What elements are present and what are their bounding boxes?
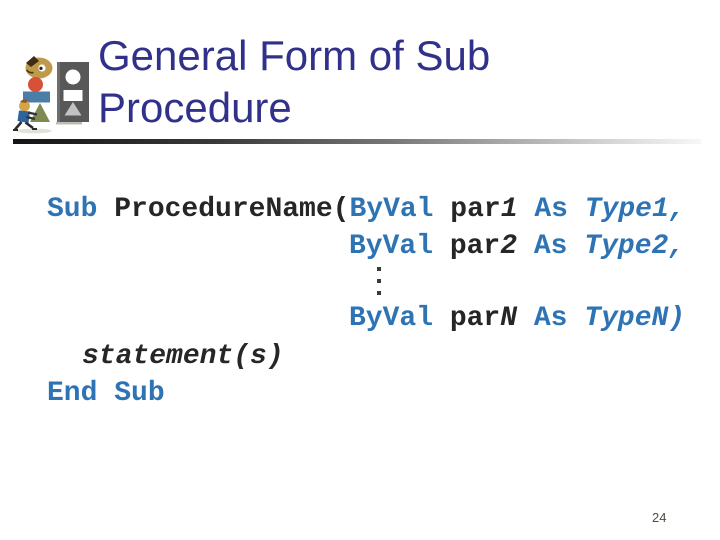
page-number: 24	[652, 510, 667, 525]
big-head-pupil	[39, 66, 43, 70]
code-line: statement(s)	[82, 343, 284, 371]
ellipsis-dot	[377, 267, 381, 271]
panel-triangle	[64, 102, 82, 116]
ellipsis-dot	[377, 291, 381, 295]
code-token: ByVal	[349, 194, 451, 225]
code-line: ByVal par2 As Type2,	[349, 233, 685, 261]
person-leg	[14, 121, 23, 131]
code-token: statement(s)	[82, 341, 284, 372]
code-token: As	[533, 231, 585, 262]
person-arm	[26, 115, 36, 121]
panel-rectangle	[63, 90, 83, 101]
code-token: ByVal	[349, 303, 450, 334]
panel-edge	[57, 62, 60, 122]
person-torso	[17, 110, 30, 123]
vertical-ellipsis	[377, 267, 383, 303]
code-token	[517, 231, 534, 262]
person-head	[19, 100, 30, 112]
panel-circle	[65, 69, 81, 85]
shadow-shape	[56, 122, 82, 125]
ellipsis-dot	[377, 279, 381, 283]
code-token: par	[449, 303, 501, 334]
red-circle-shape	[28, 77, 43, 92]
code-line: Sub ProcedureName(ByVal par1 As Type1,	[47, 196, 686, 224]
code-token: ProcedureName(	[114, 194, 350, 225]
code-token: par	[449, 231, 501, 262]
code-token: TypeN)	[584, 303, 686, 334]
blue-rectangle-shape	[23, 91, 50, 103]
code-token: N	[500, 303, 518, 334]
code-token: Sub	[47, 194, 115, 225]
code-token: 1	[500, 194, 518, 225]
code-line: ByVal parN As TypeN)	[349, 305, 685, 333]
clipart-figures-icon	[13, 56, 89, 134]
code-token	[517, 303, 534, 334]
code-line: End Sub	[47, 380, 165, 408]
code-token	[518, 194, 535, 225]
big-head-hair	[26, 56, 39, 67]
shadow-shape	[16, 128, 52, 134]
person-leg	[24, 121, 34, 130]
title-divider-rule	[13, 139, 701, 144]
code-token: End Sub	[47, 378, 165, 409]
person-hair	[20, 99, 28, 103]
code-token: As	[533, 303, 585, 334]
code-token: par	[450, 194, 501, 225]
code-token: ByVal	[349, 231, 450, 262]
code-token: 2	[500, 231, 518, 262]
code-token: As	[534, 194, 585, 225]
big-head-mouth	[25, 69, 34, 74]
person-arm	[27, 111, 38, 116]
slide-title: General Form of Sub Procedure	[98, 32, 491, 131]
green-triangle-shape	[30, 103, 50, 122]
code-token: Type2,	[584, 231, 686, 262]
code-token: Type1,	[584, 194, 686, 225]
